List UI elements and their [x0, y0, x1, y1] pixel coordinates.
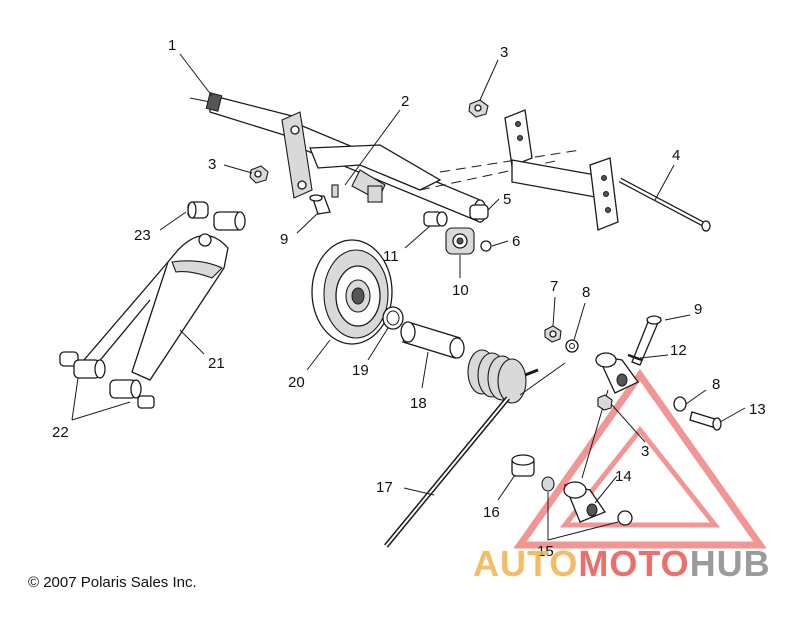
- part-17-spring-leg: [384, 362, 566, 548]
- copyright-text: © 2007 Polaris Sales Inc.: [28, 574, 197, 591]
- callout-2: 2: [401, 93, 409, 110]
- callout-8-lower: 8: [712, 376, 720, 393]
- watermark-hub: HUB: [690, 543, 771, 584]
- part-22-bushings: [59, 351, 155, 409]
- part-6-ring: [480, 240, 492, 252]
- callout-23: 23: [134, 227, 151, 244]
- callout-6: 6: [512, 233, 520, 250]
- part-3-nut-lower: [597, 394, 613, 411]
- callout-11: 11: [383, 248, 399, 265]
- callout-12: 12: [670, 342, 687, 359]
- part-18-sleeve: [400, 321, 465, 359]
- leader-lines: [71, 53, 746, 541]
- spring-collar: [367, 185, 383, 203]
- part-8-washer-lower: [673, 396, 687, 412]
- part-4-bracket: [504, 109, 619, 231]
- part-3-nut-top: [468, 99, 489, 118]
- callout-15: 15: [537, 543, 554, 560]
- watermark-auto: AUTO: [473, 543, 578, 584]
- torsion-spring: [467, 349, 539, 404]
- callout-22: 22: [52, 424, 69, 441]
- watermark-text: AUTOMOTOHUB: [473, 543, 771, 584]
- callout-18: 18: [410, 395, 427, 412]
- callout-21: 21: [208, 355, 225, 372]
- part-13-bolt: [689, 411, 722, 431]
- callout-20: 20: [288, 374, 305, 391]
- part-16-bushing: [511, 454, 535, 477]
- part-21-arm: [83, 233, 229, 381]
- callout-5: 5: [503, 191, 511, 208]
- callout-4: 4: [672, 147, 680, 164]
- callout-7: 7: [550, 278, 558, 295]
- part-11-bushing: [423, 211, 448, 227]
- callout-9-upper: 9: [280, 231, 288, 248]
- shaft-bracket: [281, 111, 313, 199]
- part-15-washer: [541, 476, 555, 492]
- part-10-hub: [445, 227, 475, 255]
- callout-16: 16: [483, 504, 500, 521]
- part-12-pin: [627, 353, 643, 362]
- part-9-bolt-lower: [631, 315, 662, 366]
- part-23-bushings: [187, 201, 246, 231]
- callout-3-top: 3: [500, 44, 508, 61]
- part-4-bolt: [618, 177, 711, 232]
- callout-8-upper: 8: [582, 284, 590, 301]
- callout-19: 19: [352, 362, 369, 379]
- part-7-nut: [544, 325, 562, 343]
- alignment-line-1: [439, 149, 581, 173]
- callout-13: 13: [749, 401, 766, 418]
- callout-17: 17: [376, 479, 393, 496]
- callouts: 1 2 3 3 4 5 6 9 11 10 23 7 8 9 12 8 13 3…: [52, 37, 766, 560]
- callout-10: 10: [452, 282, 469, 299]
- callout-1: 1: [168, 37, 176, 54]
- callout-9-lower: 9: [694, 301, 702, 318]
- part-5-end: [469, 204, 489, 220]
- part-3-nut-left: [249, 165, 269, 184]
- part-2-fitting: [331, 184, 339, 198]
- watermark-inner-triangle: [559, 425, 721, 528]
- part-20-wheel: [311, 239, 393, 345]
- watermark-outer-triangle: [513, 368, 767, 549]
- part-8-washer-upper: [565, 339, 579, 353]
- callout-14: 14: [615, 468, 632, 485]
- part-19-ring: [382, 306, 404, 330]
- watermark: [513, 368, 767, 549]
- part-9-pin-upper: [309, 194, 331, 215]
- pivot-block-lower: [563, 481, 633, 526]
- watermark-moto: MOTO: [578, 543, 689, 584]
- callout-3-lower: 3: [641, 443, 649, 460]
- callout-3-left: 3: [208, 156, 216, 173]
